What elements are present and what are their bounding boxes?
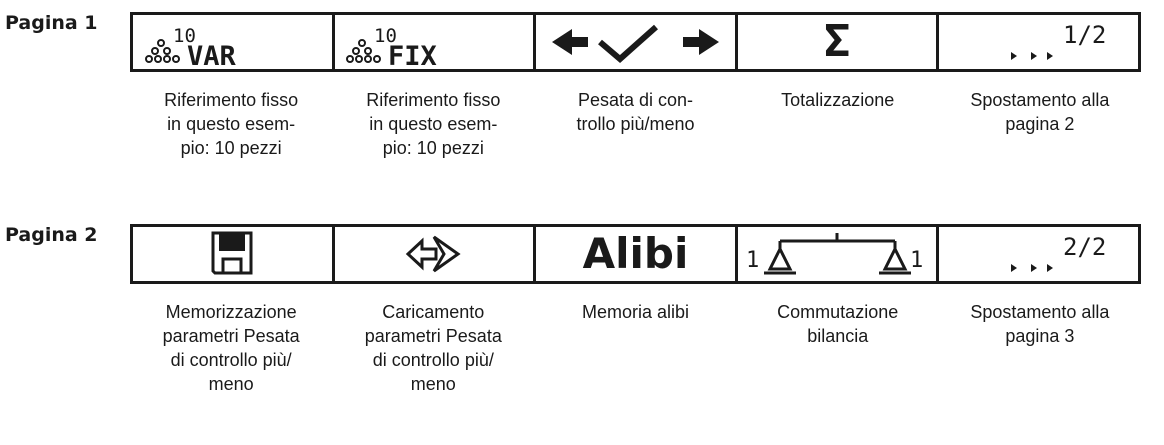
scale-left-number: 1 — [746, 248, 759, 273]
desc-load-parameters: Caricamento parametri Pesata di controll… — [364, 302, 502, 394]
check-weighing-icon — [551, 24, 719, 63]
desc-totalization: Totalizzazione — [781, 90, 895, 110]
scale-switch-icon: 1 1 — [746, 233, 923, 275]
softkey-check-weighing[interactable] — [536, 15, 738, 69]
desc-alibi-memory: Memoria alibi — [581, 302, 690, 322]
desc-next-page-3: Spostamento alla pagina 3 — [970, 302, 1110, 346]
softkey-next-page[interactable]: 2/2 — [939, 227, 1138, 281]
descriptions-page-2: Memorizzazione parametri Pesata di contr… — [130, 300, 1141, 396]
fix-text: FIX — [388, 41, 437, 69]
softkey-bar-page-2: Alibi 1 1 2/2 — [130, 224, 1141, 284]
page-indicator-icon: 2/2 — [1011, 233, 1107, 272]
desc-scale-switch: Commutazione bilancia — [777, 302, 899, 346]
load-arrows-icon — [406, 235, 461, 273]
descriptions-page-1: Riferimento fisso in questo esem- pio: 1… — [130, 88, 1141, 160]
page-indicator-text: 1/2 — [1063, 21, 1106, 49]
desc-piece-count-fix: Riferimento fisso in questo esem- pio: 1… — [366, 90, 501, 158]
piece-count-var-icon: 10 VAR — [144, 25, 237, 69]
softkey-next-page[interactable]: 1/2 — [939, 15, 1138, 69]
sigma-totalization-icon: Σ — [823, 16, 851, 67]
softkey-save-parameters[interactable] — [133, 227, 335, 281]
desc-piece-count-var: Riferimento fisso in questo esem- pio: 1… — [164, 90, 299, 158]
desc-save-parameters: Memorizzazione parametri Pesata di contr… — [162, 302, 300, 394]
var-superscript: 10 — [173, 25, 196, 47]
var-text: VAR — [187, 41, 237, 69]
softkey-piece-count-var[interactable]: 10 VAR — [133, 15, 335, 69]
page-indicator-icon: 1/2 — [1011, 21, 1107, 60]
softkey-bar-page-1: 10 VAR 10 FIX Σ 1/2 — [130, 12, 1141, 72]
piece-count-fix-icon: 10 FIX — [346, 25, 437, 69]
softkey-scale-switch[interactable]: 1 1 — [738, 227, 940, 281]
softkey-totalization[interactable]: Σ — [738, 15, 940, 69]
desc-check-weighing: Pesata di con- trollo più/meno — [576, 90, 695, 134]
scale-right-number: 1 — [910, 248, 923, 273]
softkey-piece-count-fix[interactable]: 10 FIX — [335, 15, 537, 69]
fix-superscript: 10 — [374, 25, 397, 47]
softkey-load-parameters[interactable] — [335, 227, 537, 281]
alibi-text-icon: Alibi — [582, 229, 689, 278]
desc-next-page-2: Spostamento alla pagina 2 — [970, 90, 1110, 134]
softkey-alibi-memory[interactable]: Alibi — [536, 227, 738, 281]
page-indicator-text: 2/2 — [1063, 233, 1106, 261]
page-1-label: Pagina 1 — [5, 12, 98, 34]
floppy-disk-save-icon — [211, 231, 253, 275]
page-2-label: Pagina 2 — [5, 224, 98, 246]
